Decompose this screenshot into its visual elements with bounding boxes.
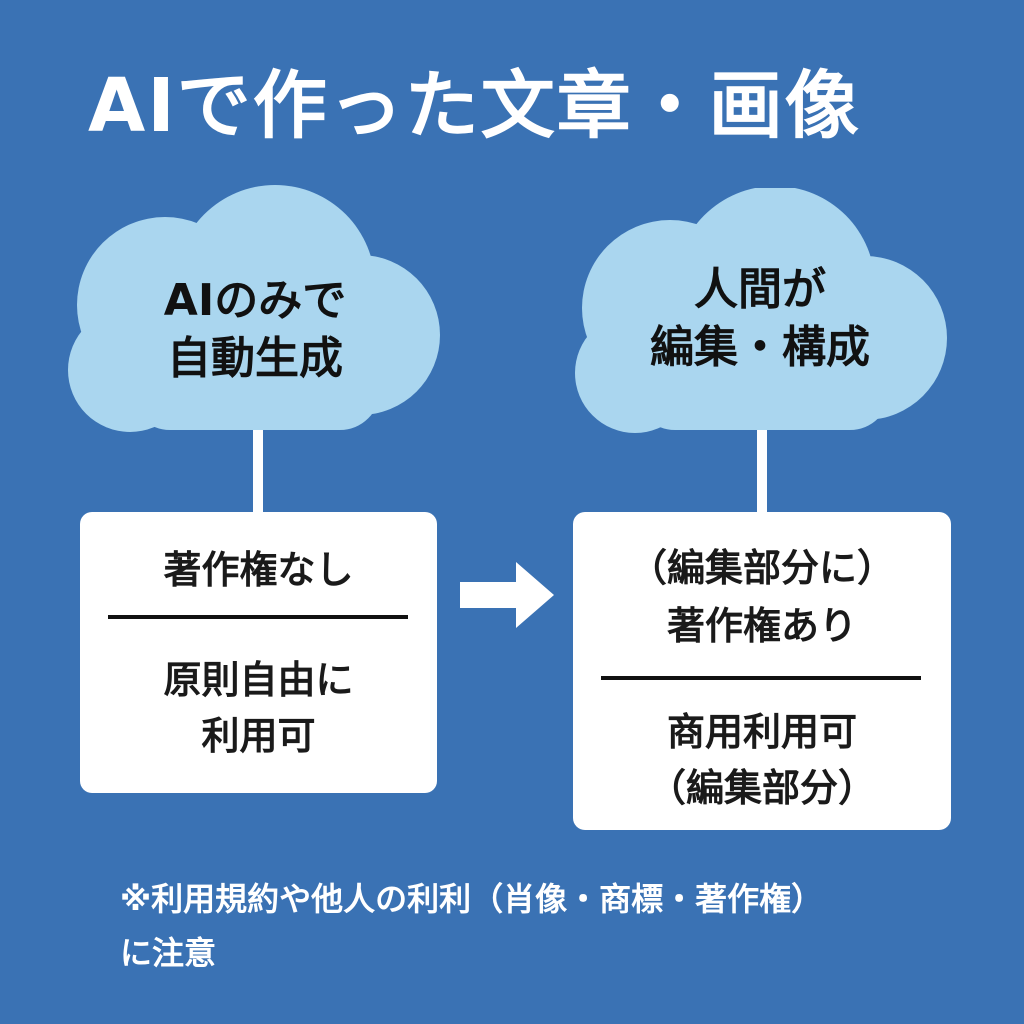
left-cloud: AIのみで 自動生成 [60,185,450,435]
right-card: （編集部分に） 著作権あり 商用利用可 （編集部分） [573,512,951,830]
left-card-top-line: 著作権なし [163,548,354,592]
left-cloud-line2: 自動生成 [167,333,343,384]
left-card: 著作権なし 原則自由に 利用可 [80,512,437,793]
right-arrow-icon [460,562,554,628]
left-card-bottom-line1: 原則自由に [163,658,354,702]
right-card-top-line1: （編集部分に） [628,546,895,590]
caution-note-line1: ※利用規約や他人の利利（肖像・商標・著作権） [120,880,824,918]
right-cloud: 人間が 編集・構成 [565,188,955,438]
left-connector [253,430,263,515]
right-card-divider [601,676,921,680]
left-card-bottom-line2: 利用可 [201,714,316,758]
cloud-shape-right [575,188,947,433]
right-card-bottom-line1: 商用利用可 [666,710,857,754]
caution-note-line2: に注意 [120,934,217,972]
caution-note: ※利用規約や他人の利利（肖像・商標・著作権） に注意 [120,872,980,980]
right-card-bottom-line2: （編集部分） [647,766,876,810]
left-cloud-line1: AIのみで [163,275,347,326]
page-title: AIで作った文章・画像 [88,63,861,149]
right-connector [757,430,767,515]
right-cloud-line2: 編集・構成 [650,322,870,373]
cloud-shape-left [68,185,440,432]
right-cloud-line1: 人間が [694,264,826,315]
left-card-divider [108,615,408,619]
right-card-top-line2: 著作権あり [666,604,857,648]
